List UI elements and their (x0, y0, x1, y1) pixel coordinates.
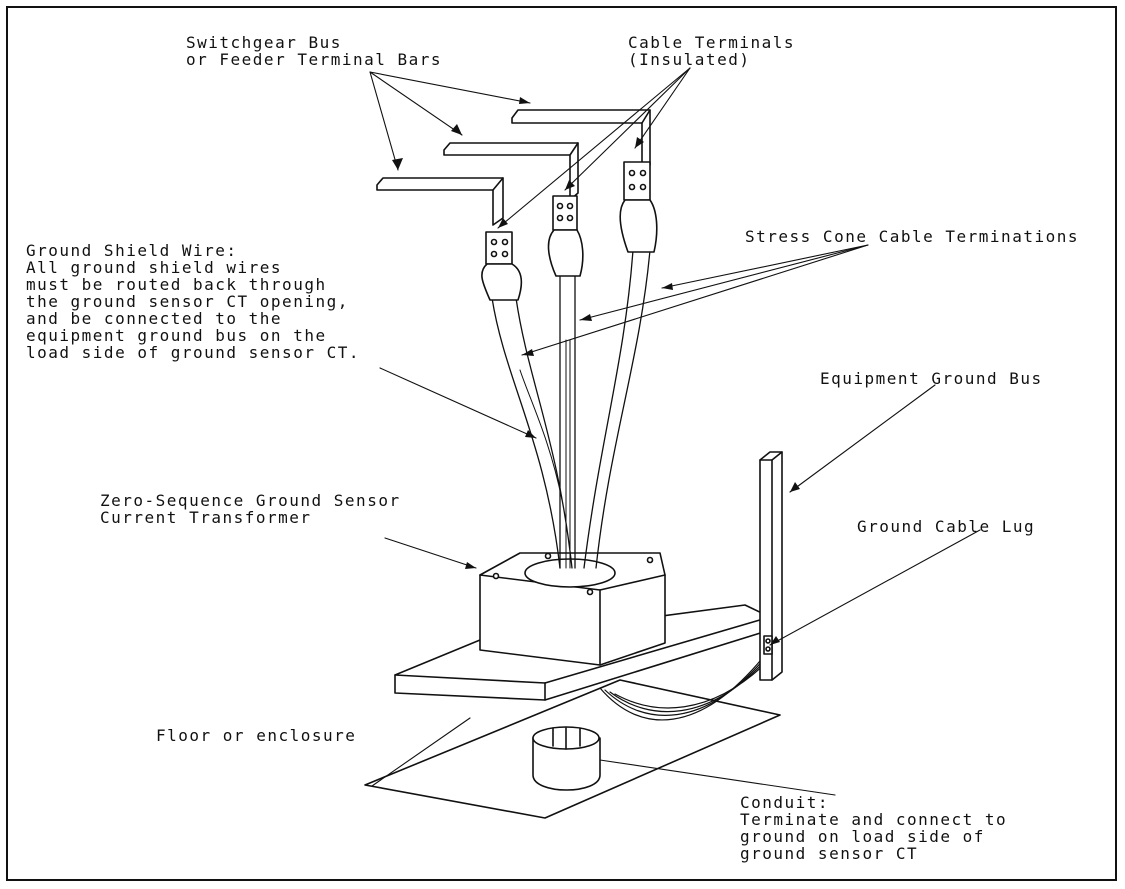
arrowheads (392, 97, 800, 645)
zero-sequence-ct-line-2: Current Transformer (100, 508, 312, 527)
cable-terminals-label: Cable Terminals (Insulated) (628, 34, 795, 68)
ground-shield-line-6: equipment ground bus on the (26, 326, 327, 345)
ground-shield-line-2: All ground shield wires (26, 258, 283, 277)
conduit (532, 726, 601, 791)
ground-shield-line-1: Ground Shield Wire: (26, 241, 238, 260)
drawing-frame (6, 6, 1117, 881)
zero-sequence-ct-line-1: Zero-Sequence Ground Sensor (100, 491, 401, 510)
equipment-ground-bus-label: Equipment Ground Bus (820, 369, 1043, 388)
stress-cone-label: Stress Cone Cable Terminations (745, 227, 1079, 246)
ground-cable-lug-label: Ground Cable Lug (857, 517, 1036, 536)
leader-lines (369, 67, 981, 796)
terminal-lug-3 (619, 161, 658, 253)
terminal-lug-1 (481, 231, 523, 301)
conduit-line-1: Conduit: (740, 793, 830, 812)
conduit-line-3: ground on load side of (740, 827, 985, 846)
equipment-ground-bus (759, 451, 783, 681)
conduit-line-4: ground sensor CT (740, 844, 919, 863)
cable-terminals-label-line-1: Cable Terminals (628, 33, 795, 52)
ground-wires (599, 654, 766, 721)
ground-shield-line-5: and be connected to the (26, 309, 283, 328)
terminal-lug-2 (547, 195, 584, 277)
ground-shield-line-3: must be routed back through (26, 275, 327, 294)
switchgear-bus-label-line-2: or Feeder Terminal Bars (186, 50, 443, 69)
cables (491, 249, 651, 569)
switchgear-bus-label: Switchgear Bus or Feeder Terminal Bars (186, 34, 442, 68)
ground-shield-label: Ground Shield Wire: All ground shield wi… (26, 242, 360, 361)
floor-enclosure-label: Floor or enclosure (156, 726, 357, 745)
bus-bar-2 (443, 142, 579, 201)
conduit-label: Conduit: Terminate and connect to ground… (740, 794, 1007, 862)
current-transformer (479, 552, 666, 666)
cable-terminals-label-line-2: (Insulated) (628, 50, 751, 69)
ground-shield-line-7: load side of ground sensor CT. (26, 343, 360, 362)
zero-sequence-ct-label: Zero-Sequence Ground Sensor Current Tran… (100, 492, 401, 526)
conduit-line-2: Terminate and connect to (740, 810, 1008, 829)
switchgear-bus-label-line-1: Switchgear Bus (186, 33, 342, 52)
ground-shield-line-4: the ground sensor CT opening, (26, 292, 349, 311)
bus-bar-1 (376, 177, 504, 226)
